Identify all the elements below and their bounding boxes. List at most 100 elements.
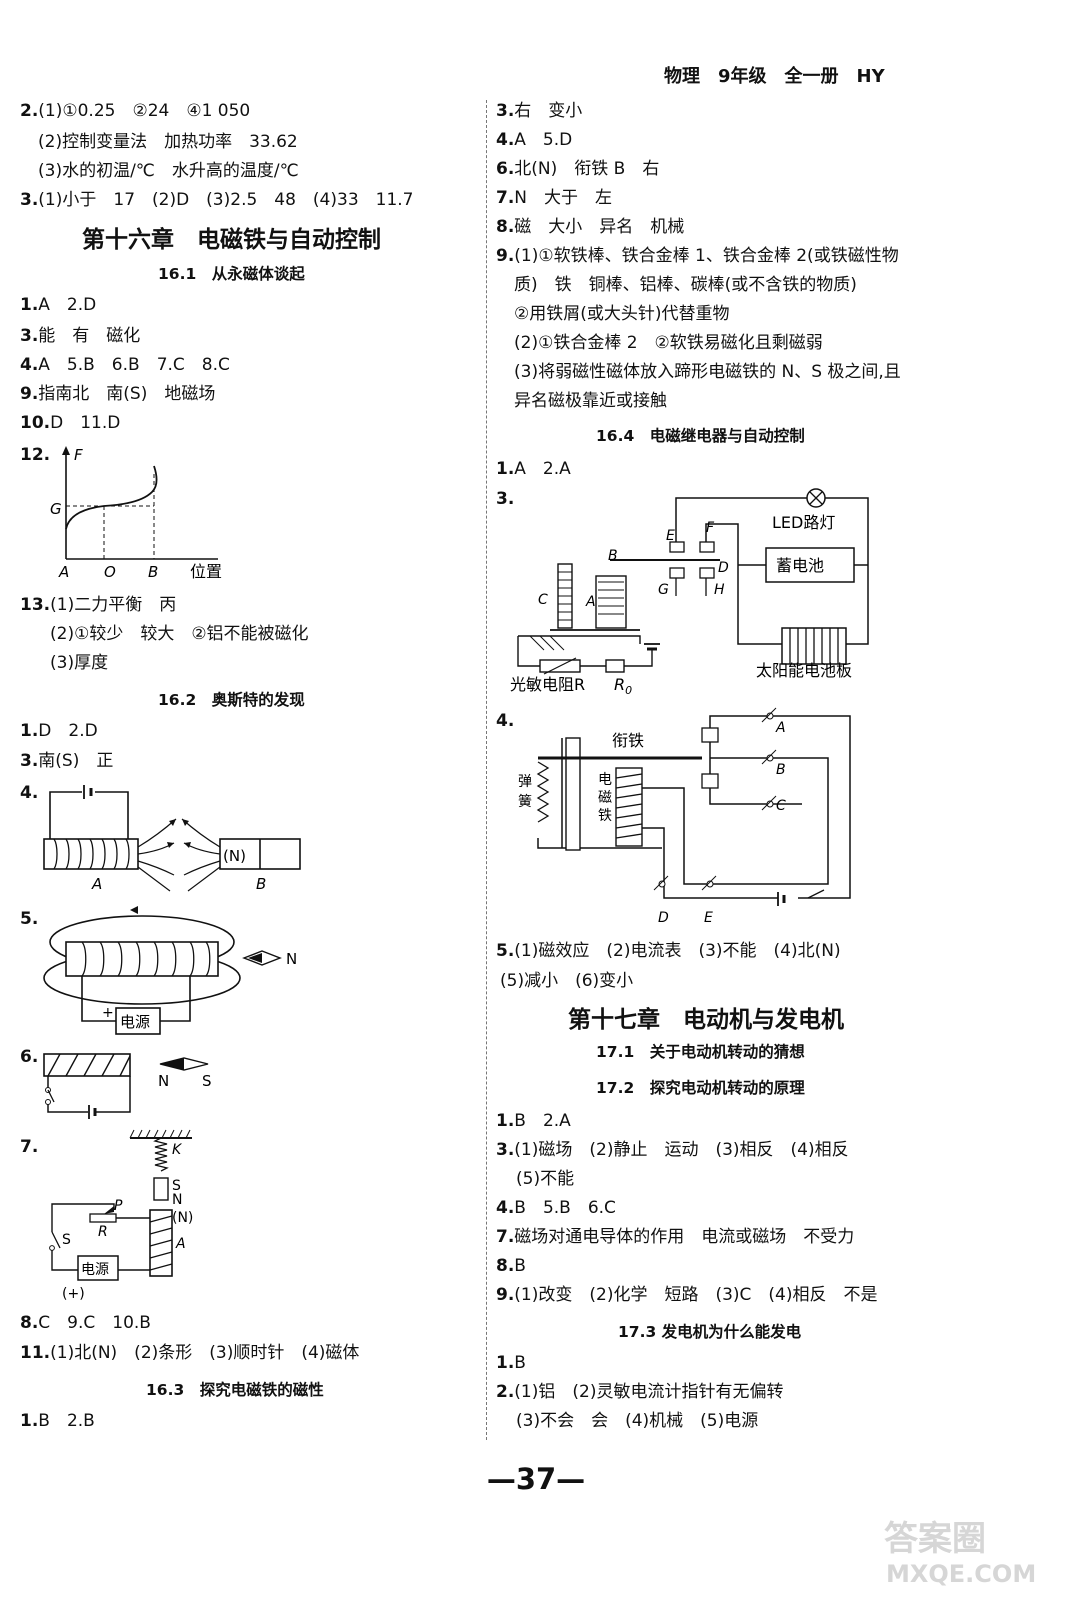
answer-line: (3)水的初温/℃ 水升高的温度/℃ xyxy=(38,161,299,181)
answer-line: 3.(1)小于 17 (2)D (3)2.5 48 (4)33 11.7 xyxy=(20,190,414,210)
question-number: 6. xyxy=(20,1047,39,1067)
b-tick: B xyxy=(148,563,158,581)
label-d: D xyxy=(658,910,669,926)
label-g: G xyxy=(658,582,669,598)
armature-post xyxy=(565,737,581,851)
a-tick: A xyxy=(58,563,69,581)
lamp-c xyxy=(761,795,777,811)
column-divider xyxy=(486,100,487,1440)
answer-line: 4.A 5.D xyxy=(496,130,573,150)
label-c: C xyxy=(776,798,786,814)
electromagnet-label: 电磁铁 xyxy=(598,772,612,824)
answer-line: 1.A 2.D xyxy=(20,295,97,315)
switch-s-label: S xyxy=(62,1232,71,1248)
power-source-label: 电源 xyxy=(81,1262,109,1278)
power-source xyxy=(77,1255,119,1281)
answer-line: (5)减小 (6)变小 xyxy=(500,971,634,991)
wire xyxy=(51,1203,150,1271)
label-f: F xyxy=(706,520,715,536)
answer-line: (3)不会 会 (4)机械 (5)电源 xyxy=(516,1411,759,1431)
answer-line: 9.(1)①软铁棒、铁合金棒 1、铁合金棒 2(或铁磁性物 xyxy=(496,246,899,266)
r0-label: R0 xyxy=(614,675,632,697)
solenoid-loops-diagram: 电源 + N xyxy=(43,906,297,1035)
battery-box xyxy=(765,547,855,583)
answer-line: 4.B 5.B 6.C xyxy=(496,1198,616,1218)
answer-line: 10.D 11.D xyxy=(20,413,121,433)
label-b: B xyxy=(776,762,786,778)
g-label: G xyxy=(50,500,62,518)
question-number: 5. xyxy=(20,909,39,929)
resistor-r0 xyxy=(605,659,625,673)
solenoid xyxy=(65,941,219,977)
label-c: C xyxy=(538,592,548,608)
section-17-1-title: 17.1 关于电动机转动的猜想 xyxy=(596,1043,805,1061)
solenoid-a xyxy=(43,838,139,870)
label-a: A xyxy=(585,594,596,610)
rheostat-r xyxy=(89,1213,117,1223)
supply-wire xyxy=(81,976,191,1022)
svg-text:MXQE.COM: MXQE.COM xyxy=(886,1560,1036,1588)
label-k: K xyxy=(172,1142,183,1158)
answer-line: 4.A 5.B 6.B 7.C 8.C xyxy=(20,355,230,375)
answer-line: (3)厚度 xyxy=(50,653,109,673)
hanging-magnet xyxy=(153,1177,169,1201)
slider-p xyxy=(104,1206,114,1214)
compass-n-label: N xyxy=(158,1072,169,1090)
switch xyxy=(47,1089,55,1103)
electromagnet-a xyxy=(595,575,627,629)
answer-line: 3.能 有 磁化 xyxy=(20,326,141,346)
y-axis-arrow xyxy=(62,446,70,455)
answer-line: 8.B xyxy=(496,1256,526,1276)
answer-line: 13.(1)二力平衡 丙 xyxy=(20,595,177,615)
plus-label: (+) xyxy=(62,1286,85,1302)
question-number: 4. xyxy=(496,711,515,731)
contact-g xyxy=(669,567,685,579)
label-p: P xyxy=(114,1198,123,1214)
label-b: B xyxy=(608,548,618,564)
answer-line: 1.B xyxy=(496,1353,526,1373)
label-e: E xyxy=(704,910,713,926)
coil-turns xyxy=(53,838,130,870)
switch-s xyxy=(51,1231,61,1249)
page-number: —37— xyxy=(486,1462,586,1496)
load-wire xyxy=(675,497,869,645)
answer-line: 1.A 2.A xyxy=(496,459,571,479)
answer-line: 11.(1)北(N) (2)条形 (3)顺时针 (4)磁体 xyxy=(20,1343,360,1363)
answer-line: 9.指南北 南(S) 地磁场 xyxy=(20,384,216,404)
f-label: F xyxy=(74,446,83,464)
svg-text:答案圈: 答案圈 xyxy=(884,1519,986,1559)
label-h: H xyxy=(714,582,725,598)
led-streetlight-circuit: LED路灯 蓄电池 太阳能电池板 E F D G H B C A 光敏电阻R R… xyxy=(510,488,869,697)
electromagnet-spring-diagram: K S N (N) A P R S 电源 (+) xyxy=(49,1129,193,1302)
spring xyxy=(536,761,550,823)
label-r: R xyxy=(98,1224,108,1240)
label-a: A xyxy=(175,1236,186,1252)
contact-top xyxy=(701,727,719,743)
answer-line: ②用铁屑(或大头针)代替重物 xyxy=(514,304,730,324)
coil-wire xyxy=(642,787,778,899)
wire-b xyxy=(709,742,829,885)
section-16-3-title: 16.3 探究电磁铁的磁性 xyxy=(146,1381,324,1399)
power-source xyxy=(115,1007,161,1035)
armature-label: 衔铁 xyxy=(612,731,644,750)
coil-turns xyxy=(47,1053,131,1077)
label-a: A xyxy=(775,720,786,736)
power-source-label: 电源 xyxy=(120,1013,150,1031)
compass-n-label: N xyxy=(286,950,297,968)
contact-f xyxy=(699,541,715,553)
answer-line: 质) 铁 铜棒、铝棒、碳棒(或不含铁的物质) xyxy=(514,275,857,295)
section-16-1-title: 16.1 从永磁体谈起 xyxy=(158,265,305,283)
battery-label: 蓄电池 xyxy=(776,556,824,575)
solenoid xyxy=(43,1053,131,1077)
spring-k xyxy=(153,1137,169,1172)
control-wire xyxy=(517,636,653,667)
led-label: LED路灯 xyxy=(772,513,835,532)
answer-line: (2)控制变量法 加热功率 33.62 xyxy=(38,132,298,152)
answer-line: (2)①较少 较大 ②铝不能被磁化 xyxy=(50,624,309,644)
contact-h xyxy=(699,567,715,579)
field-lines-b xyxy=(181,818,221,892)
label-e: E xyxy=(666,528,675,544)
answer-line: 3.右 变小 xyxy=(496,101,583,121)
wire-c xyxy=(709,788,802,805)
question-number: 12. xyxy=(20,445,51,465)
